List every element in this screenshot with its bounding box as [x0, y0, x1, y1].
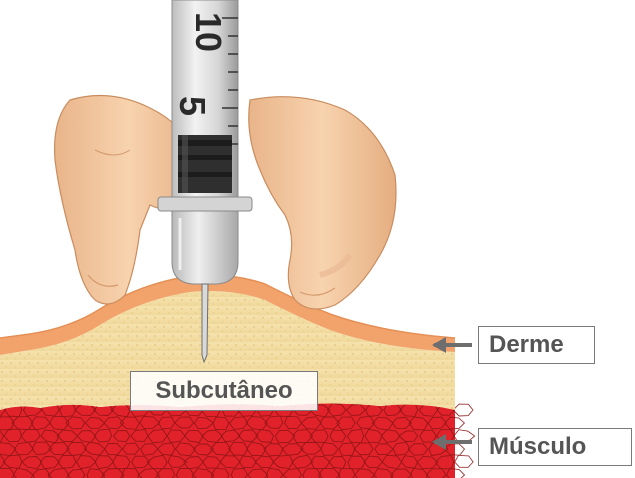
arrow-musculo: [432, 434, 472, 450]
scale-mark-5: 5: [172, 96, 213, 116]
muscle-layer: [0, 402, 476, 478]
right-finger: [248, 96, 397, 310]
scale-mark-10: 10: [188, 12, 229, 52]
label-musculo: Músculo: [478, 428, 632, 466]
syringe: 10 5: [157, 0, 253, 364]
label-derme: Derme: [478, 326, 595, 364]
arrow-derme: [432, 337, 472, 353]
subcutaneous-layer: [0, 291, 455, 410]
label-subcutaneo: Subcutâneo: [130, 371, 318, 411]
